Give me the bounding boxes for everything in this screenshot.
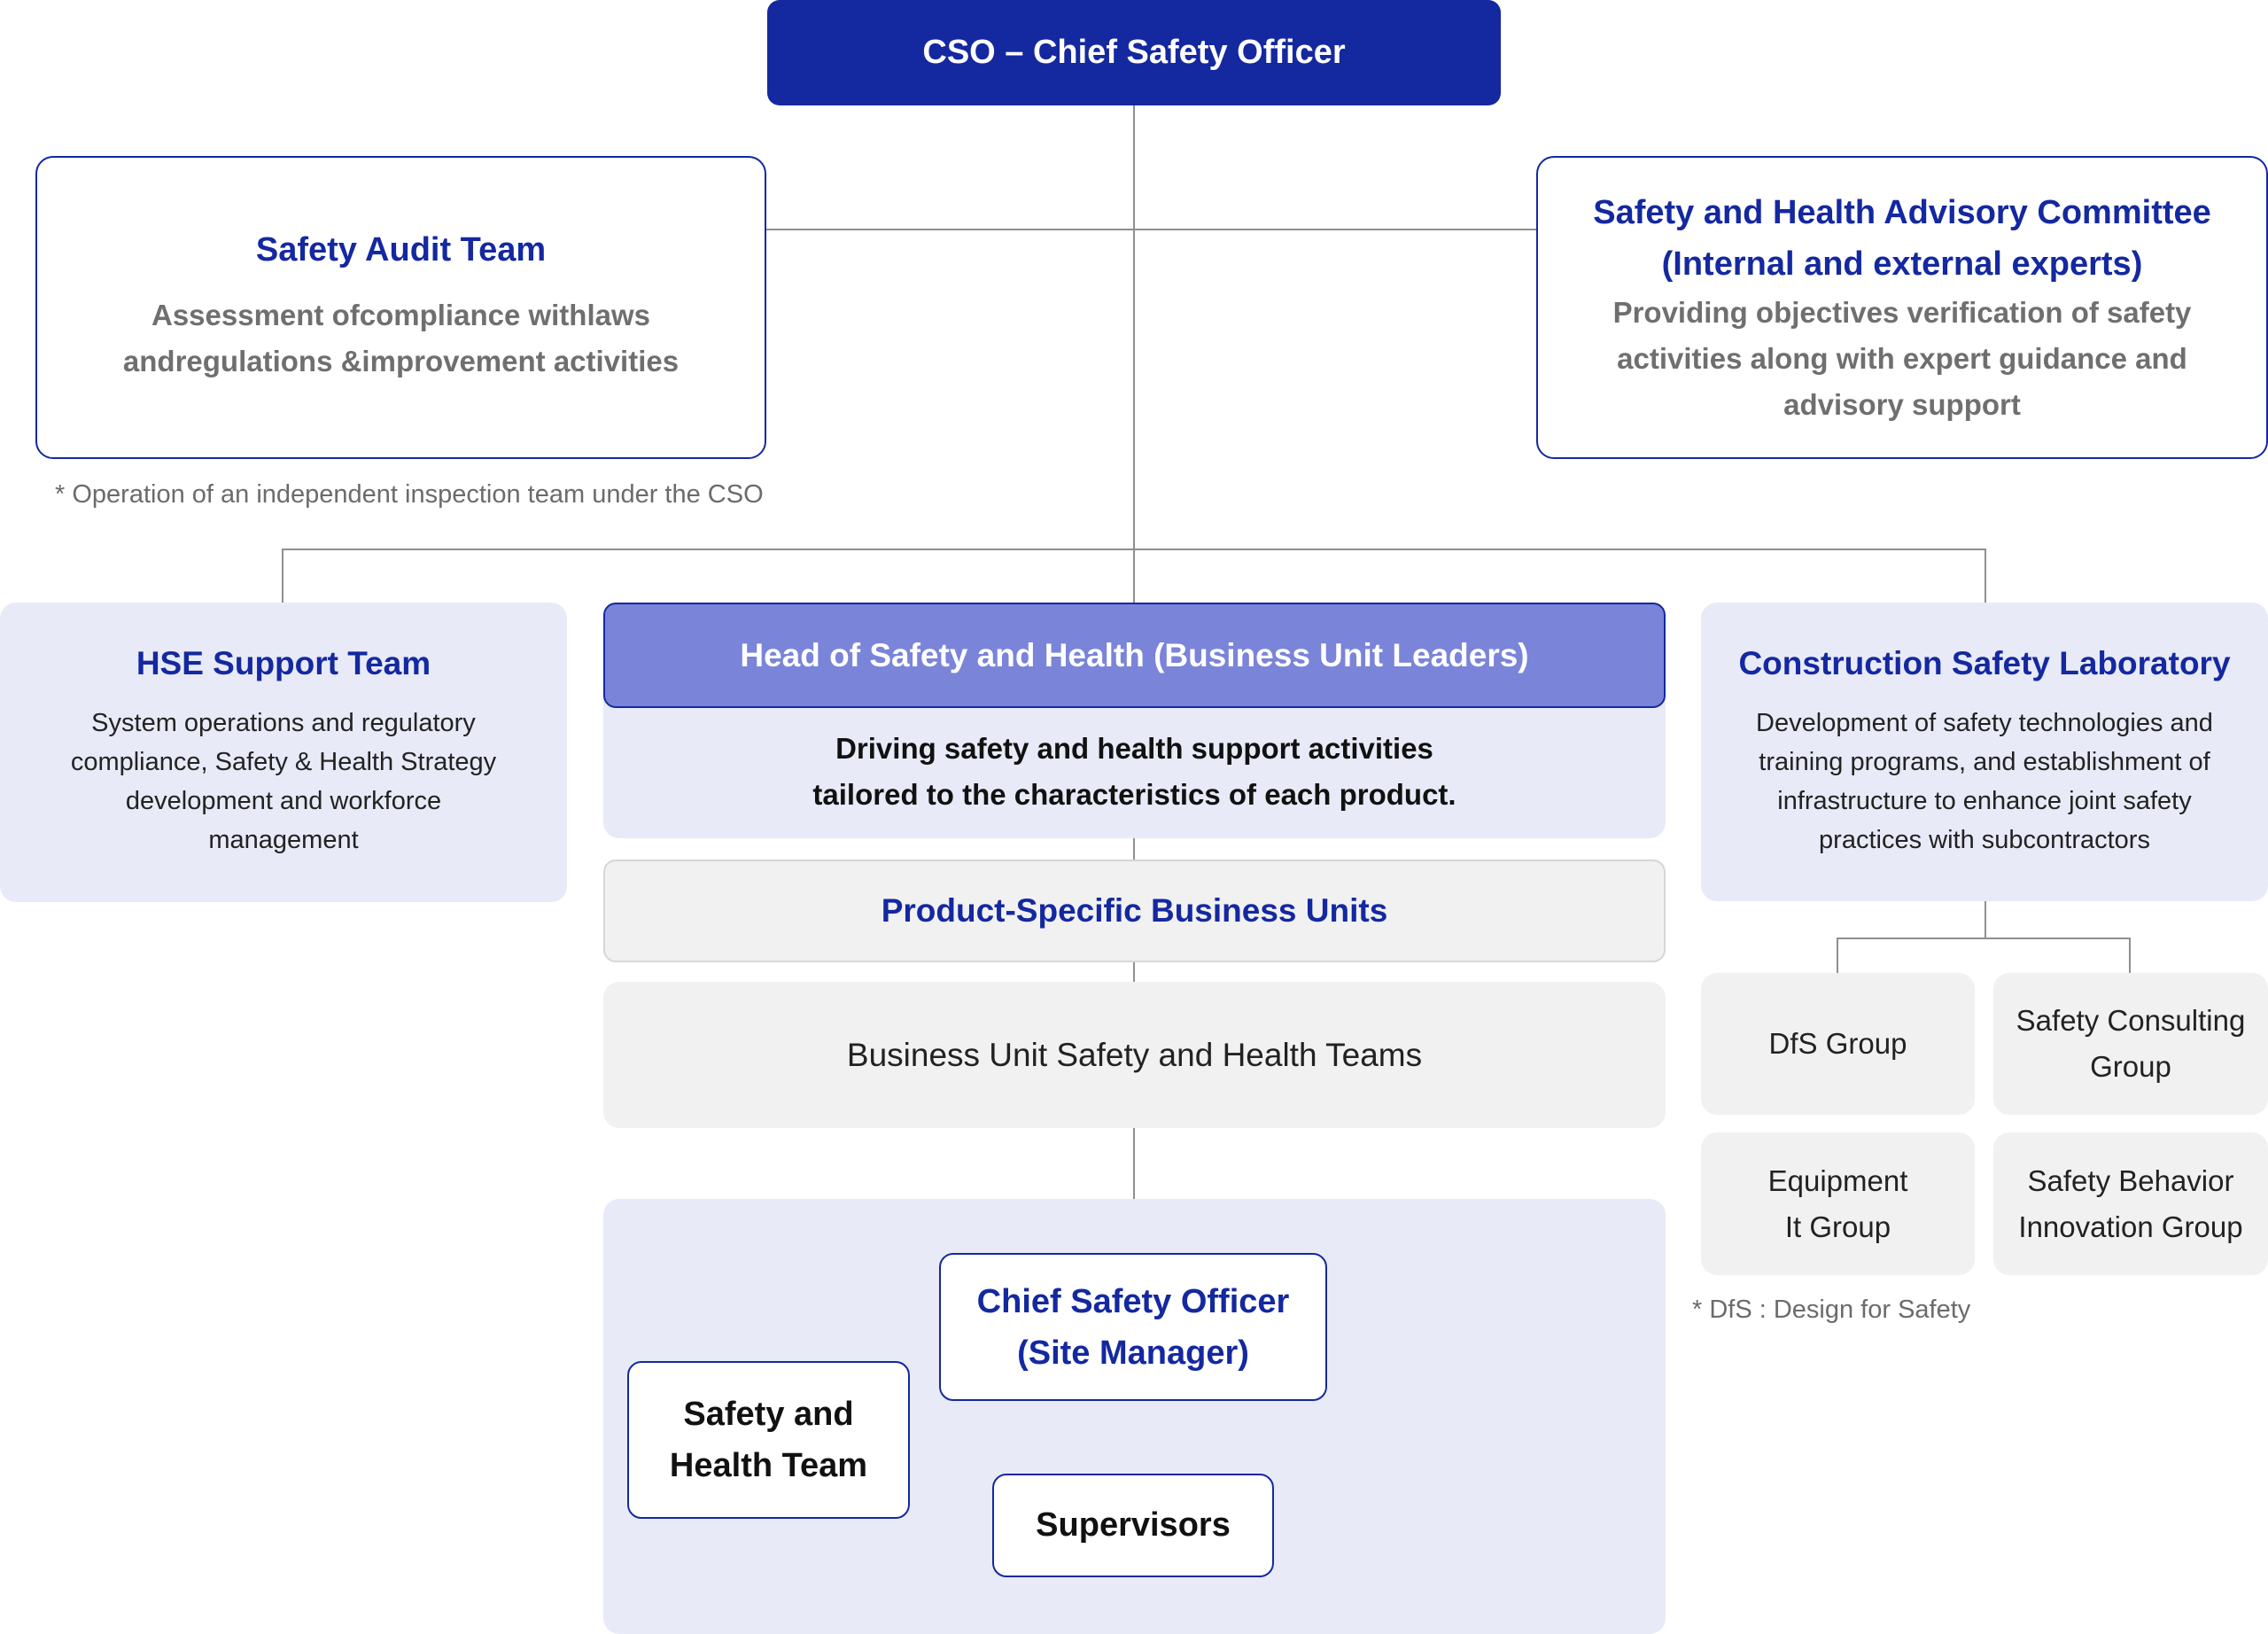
connector-product-bu [1133, 962, 1135, 982]
hse-support-team-desc-2: compliance, Safety & Health Strategy [70, 748, 497, 776]
head-of-safety-title: Head of Safety and Health (Business Unit… [740, 636, 1529, 673]
connector-head-product [1133, 838, 1135, 860]
head-of-safety-desc-1: Driving safety and health support activi… [835, 732, 1433, 765]
lab-group-equipment-it: Equipment It Group [1701, 1132, 1975, 1275]
bu-safety-health-teams-box: Business Unit Safety and Health Teams [603, 982, 1666, 1128]
advisory-committee-title-2: (Internal and external experts) [1661, 245, 2143, 283]
site-chief-safety-officer-box: Chief Safety Officer (Site Manager) [939, 1253, 1327, 1401]
advisory-committee-box: Safety and Health Advisory Committee (In… [1536, 156, 2268, 459]
construction-safety-lab-title: Construction Safety Laboratory [1738, 644, 2231, 681]
bu-safety-health-teams-label: Business Unit Safety and Health Teams [846, 1036, 1423, 1073]
construction-safety-lab-desc-1: Development of safety technologies and [1756, 708, 2213, 737]
advisory-committee-desc-3: advisory support [1783, 388, 2021, 421]
supervisors-label: Supervisors [1036, 1506, 1231, 1544]
connector-hse-drop [282, 549, 284, 603]
lab-group-dfs: DfS Group [1701, 973, 1975, 1115]
head-of-safety-desc-2: tailored to the characteristics of each … [812, 778, 1456, 811]
lab-group-safety-behavior-line-2: Innovation Group [2018, 1210, 2243, 1243]
lab-group-safety-consulting-line-2: Group [2090, 1050, 2171, 1083]
cso-box: CSO – Chief Safety Officer [767, 0, 1501, 105]
connector-main-vertical [1133, 105, 1135, 603]
head-of-safety-title-bar: Head of Safety and Health (Business Unit… [603, 603, 1666, 708]
connector-third-row [282, 549, 1986, 550]
lab-group-safety-behavior-line-1: Safety Behavior [2027, 1163, 2234, 1197]
connector-group-left-drop [1837, 938, 1838, 973]
safety-health-team-line-2: Health Team [669, 1447, 868, 1484]
hse-support-team-title: HSE Support Team [136, 645, 431, 681]
safety-audit-team-desc-2: andregulations &improvement activities [122, 344, 680, 377]
construction-safety-lab-desc-3: infrastructure to enhance joint safety [1777, 786, 2192, 815]
hse-support-team-desc-1: System operations and regulatory [91, 709, 476, 737]
safety-health-team-line-1: Safety and [683, 1396, 854, 1433]
product-specific-units-box: Product-Specific Business Units [603, 860, 1666, 962]
site-cso-line-2: (Site Manager) [1017, 1334, 1249, 1372]
construction-safety-lab-desc-4: practices with subcontractors [1819, 825, 2150, 854]
connector-bu-site [1133, 1128, 1135, 1254]
advisory-committee-desc-2: activities along with expert guidance an… [1617, 342, 2187, 375]
site-cso-line-1: Chief Safety Officer [976, 1282, 1290, 1320]
lab-group-safety-consulting: Safety Consulting Group [1993, 973, 2268, 1115]
lab-group-safety-behavior: Safety Behavior Innovation Group [1993, 1132, 2268, 1275]
advisory-committee-title-1: Safety and Health Advisory Committee [1593, 194, 2211, 231]
construction-safety-lab-box: Construction Safety Laboratory Developme… [1701, 603, 2268, 901]
connector-group-right-drop [2129, 938, 2131, 973]
connector-lab-groups-vertical [1984, 901, 1986, 938]
connector-audit-advisory [765, 229, 1538, 230]
head-of-safety-desc: Driving safety and health support activi… [603, 714, 1666, 829]
lab-group-dfs-line-1: DfS Group [1768, 1027, 1907, 1060]
safety-audit-team-box: Safety Audit Team Assessment ofcomplianc… [35, 156, 766, 459]
connector-lab-drop [1984, 549, 1986, 603]
dfs-note: * DfS : Design for Safety [1692, 1296, 1971, 1324]
connector-lab-groups-horizontal [1837, 938, 2131, 939]
safety-audit-team-desc-1: Assessment ofcompliance withlaws [151, 298, 650, 331]
supervisors-box: Supervisors [992, 1474, 1274, 1577]
safety-audit-team-title: Safety Audit Team [255, 230, 547, 268]
lab-group-equipment-it-line-2: It Group [1784, 1210, 1891, 1243]
lab-group-equipment-it-line-1: Equipment [1767, 1163, 1908, 1197]
cso-label: CSO – Chief Safety Officer [922, 34, 1346, 71]
audit-note: * Operation of an independent inspection… [55, 480, 764, 509]
product-specific-units-label: Product-Specific Business Units [881, 892, 1388, 929]
lab-group-safety-consulting-line-1: Safety Consulting [2016, 1004, 2246, 1037]
construction-safety-lab-desc-2: training programs, and establishment of [1759, 747, 2210, 776]
advisory-committee-desc-1: Providing objectives verification of saf… [1612, 296, 2192, 329]
safety-health-team-box: Safety and Health Team [627, 1361, 910, 1519]
hse-support-team-desc-3: development and workforce [125, 787, 442, 815]
hse-support-team-box: HSE Support Team System operations and r… [0, 603, 567, 902]
hse-support-team-desc-4: management [208, 826, 359, 854]
